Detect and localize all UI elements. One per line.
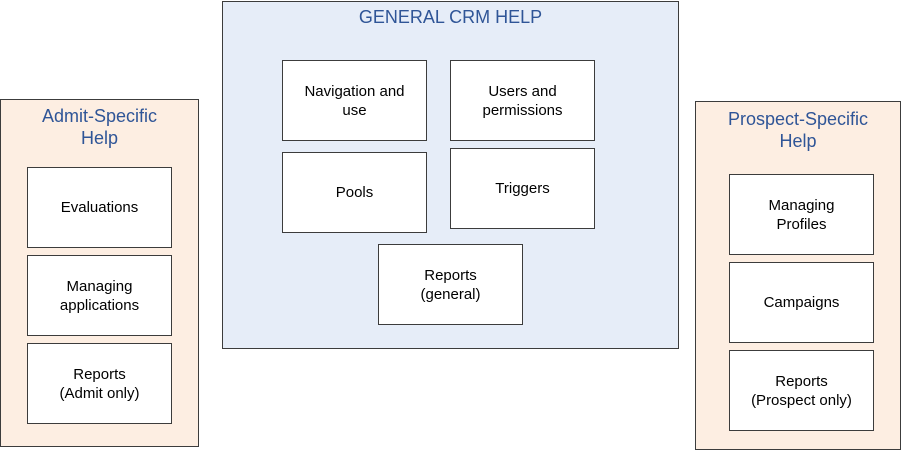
- prospect-reports-box: Reports (Prospect only): [729, 350, 874, 431]
- general-reports-box: Reports (general): [378, 244, 523, 325]
- prospect-group-title: Prospect-Specific Help: [727, 109, 869, 151]
- triggers-box: Triggers: [450, 148, 595, 229]
- campaigns-box: Campaigns: [729, 262, 874, 343]
- navigation-and-use-box: Navigation and use: [282, 60, 427, 141]
- users-and-permissions-box: Users and permissions: [450, 60, 595, 141]
- pools-box: Pools: [282, 152, 427, 233]
- admit-reports-box: Reports (Admit only): [27, 343, 172, 424]
- managing-applications-box: Managing applications: [27, 255, 172, 336]
- managing-profiles-box: Managing Profiles: [729, 174, 874, 255]
- general-group-title: GENERAL CRM HELP: [358, 7, 543, 27]
- evaluations-box: Evaluations: [27, 167, 172, 248]
- admit-group-title: Admit-Specific Help: [41, 106, 158, 148]
